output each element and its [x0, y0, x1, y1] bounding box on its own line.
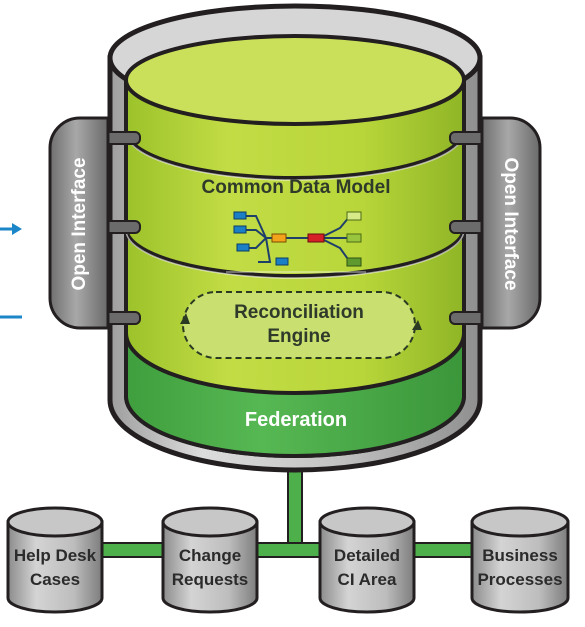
source-bus: [99, 542, 501, 558]
source-label-line1: Detailed: [334, 546, 400, 565]
open-interface-right: Open Interface: [449, 116, 542, 330]
source-databases: Help Desk Cases Change Requests Detailed…: [6, 506, 570, 614]
federation-band: [124, 332, 466, 458]
ring-separator-1: [124, 129, 466, 180]
federation-label: Federation: [245, 409, 347, 431]
open-interface-left-label: Open Interface: [69, 157, 90, 290]
ring-separator-2: [124, 227, 466, 278]
source-detailed-ci-area: Detailed CI Area: [318, 506, 416, 614]
source-business-processes: Business Processes: [470, 506, 570, 614]
source-label-line1: Help Desk: [14, 546, 97, 565]
reconciliation-engine: Reconciliation Engine: [180, 291, 422, 359]
incoming-arrows: [0, 223, 22, 319]
data-model-tree-icon: [226, 211, 366, 273]
source-label-line2: Requests: [172, 570, 249, 589]
source-label-line2: Cases: [30, 570, 80, 589]
cmdb-cylinder: [107, 3, 483, 473]
source-label-line1: Change: [179, 546, 241, 565]
cycle-arrow-left-icon: [180, 313, 190, 324]
open-interface-left: Open Interface: [48, 116, 141, 330]
source-label-line2: CI Area: [338, 570, 397, 589]
common-data-model-label: Common Data Model: [202, 177, 391, 198]
arrow-head-icon: [12, 223, 22, 235]
reconciliation-label-line2: Engine: [267, 326, 330, 347]
interface-panel-right: [480, 116, 542, 330]
source-change-requests: Change Requests: [161, 506, 259, 614]
cylinder-core-top: [124, 34, 466, 126]
reconciliation-label-line1: Reconciliation: [234, 302, 364, 323]
open-interface-right-label: Open Interface: [500, 157, 521, 290]
source-label-line1: Business: [482, 546, 558, 565]
source-label-line2: Processes: [477, 570, 562, 589]
reconciliation-capsule: [182, 291, 416, 359]
cycle-arrow-right-icon: [412, 320, 422, 330]
source-help-desk-cases: Help Desk Cases: [6, 506, 104, 614]
interface-panel-left: [48, 116, 110, 330]
